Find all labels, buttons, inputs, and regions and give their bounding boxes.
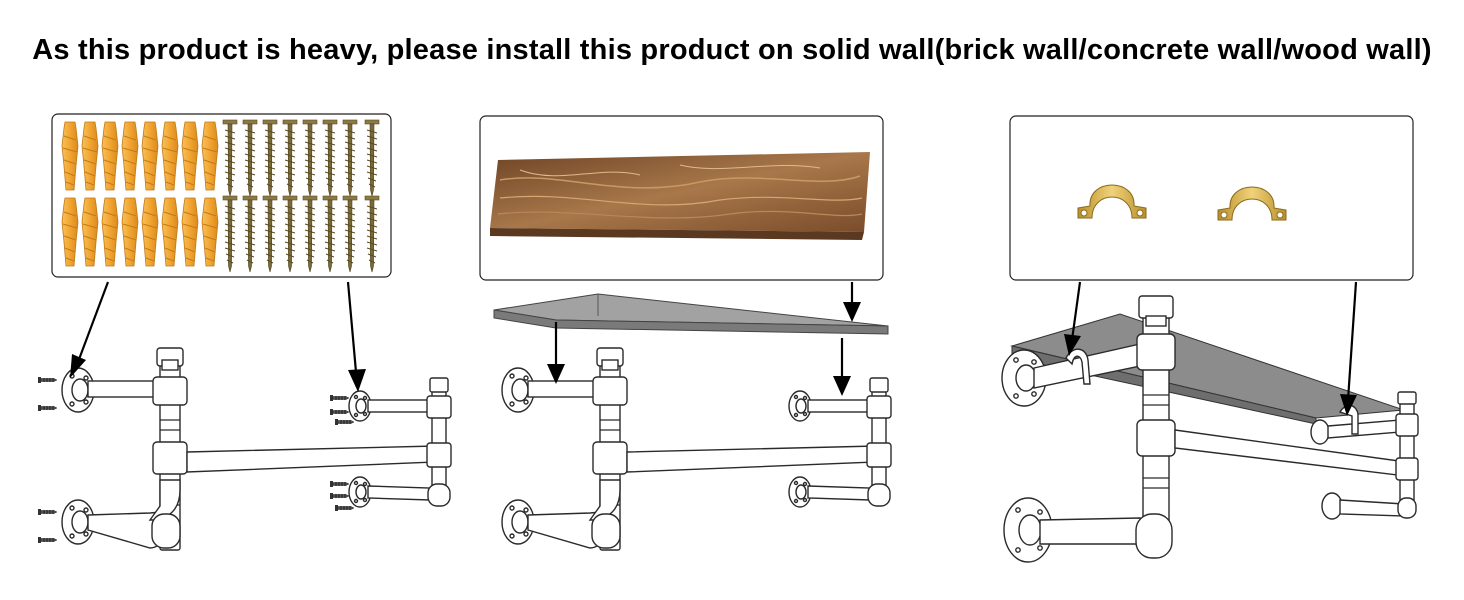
assembled-shelf-illustration (1001, 295, 1419, 563)
pipe-clamps-box (1009, 115, 1414, 281)
anchors-screws-panel (37, 113, 451, 550)
pipe-clamps-panel (1001, 115, 1419, 563)
arrow-icon (1064, 281, 1358, 416)
arrow-icon (70, 281, 366, 392)
pipe-frame-assembled (502, 348, 891, 550)
install-warning-headline: As this product is heavy, please install… (32, 34, 1432, 66)
pipe-frame-exploded (62, 348, 451, 550)
arrow-icon (547, 282, 861, 396)
wood-board-icon (490, 152, 870, 240)
wood-board-panel (479, 115, 891, 550)
board-illustration (493, 293, 889, 335)
